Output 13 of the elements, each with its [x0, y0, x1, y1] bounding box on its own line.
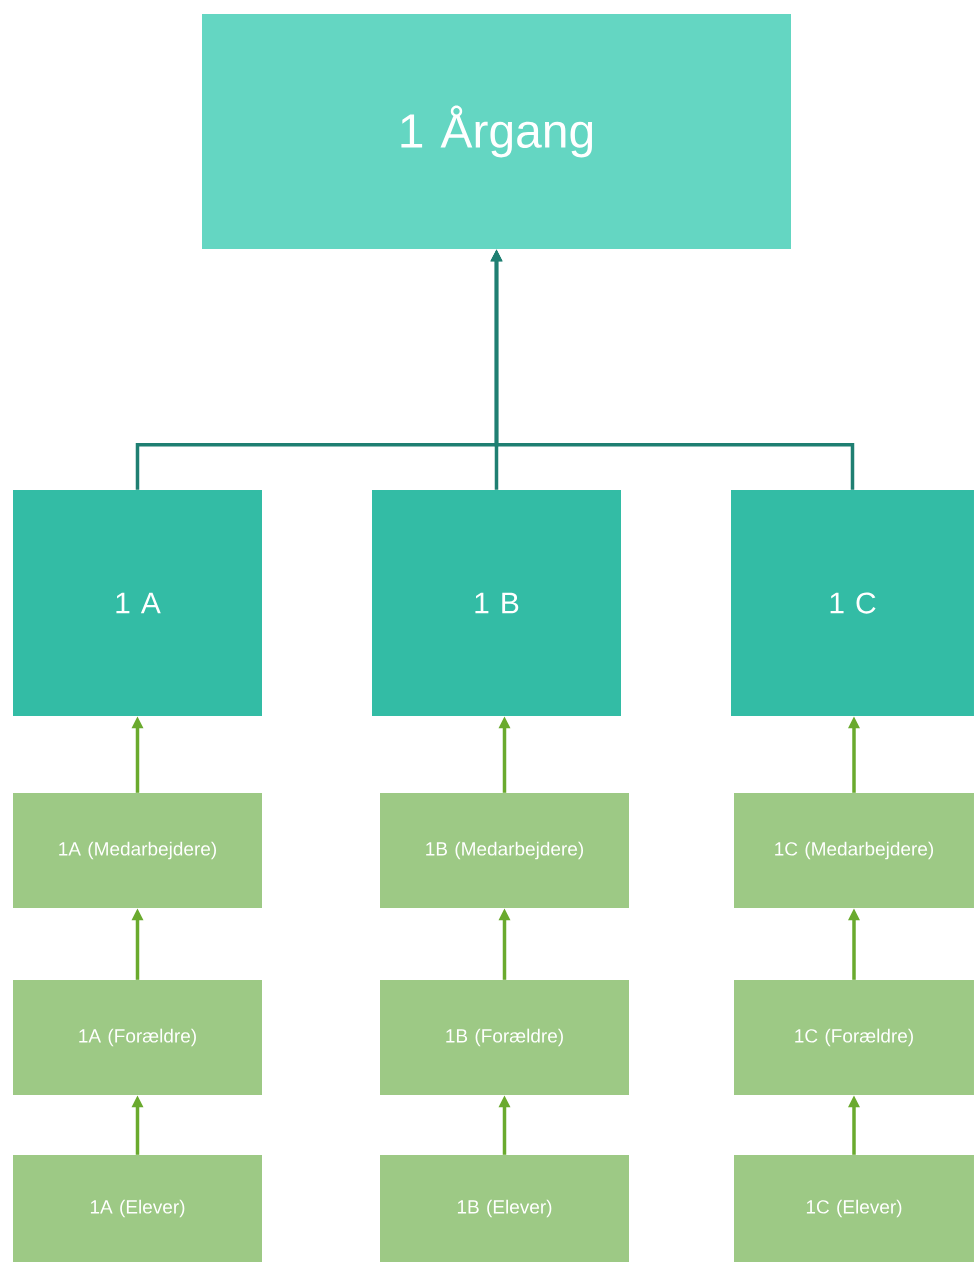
group-box: 1B (Elever): [380, 1155, 629, 1262]
group-box: 1C (Medarbejdere): [734, 793, 974, 908]
class-box: 1 A: [13, 490, 262, 716]
group-box: 1C (Elever): [734, 1155, 974, 1262]
group-box: 1B (Forældre): [380, 980, 629, 1095]
group-box: 1A (Medarbejdere): [13, 793, 262, 908]
title-box: 1 Årgang: [202, 14, 791, 249]
class-box: 1 C: [731, 490, 974, 716]
group-box: 1B (Medarbejdere): [380, 793, 629, 908]
group-box: 1A (Forældre): [13, 980, 262, 1095]
group-box: 1A (Elever): [13, 1155, 262, 1262]
group-box: 1C (Forældre): [734, 980, 974, 1095]
class-box: 1 B: [372, 490, 621, 716]
